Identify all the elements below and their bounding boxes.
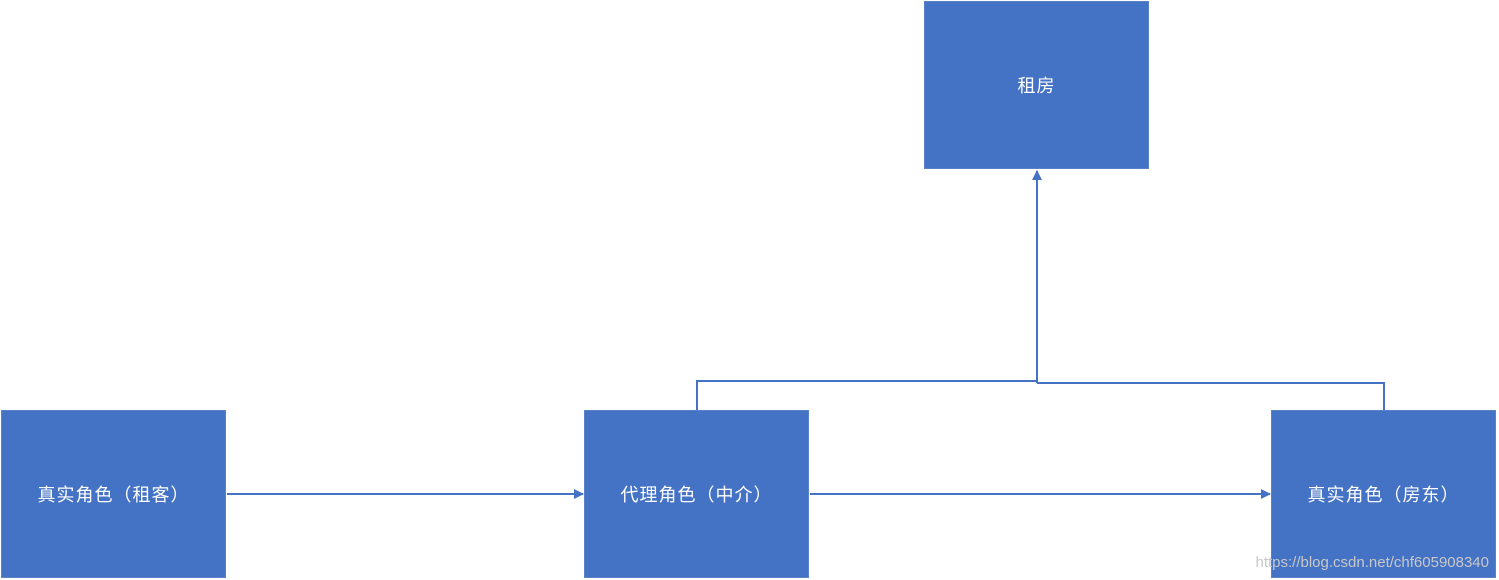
connector-landlord-to-junction [1037,382,1385,410]
node-tenant-label: 真实角色（租客） [37,485,190,506]
node-landlord: 真实角色（房东） [1271,410,1496,578]
node-rent-label: 租房 [1017,76,1056,97]
node-agent: 代理角色（中介） [584,410,809,578]
node-tenant: 真实角色（租客） [1,410,226,578]
node-landlord-label: 真实角色（房东） [1307,485,1460,506]
watermark: https://blog.csdn.net/chf605908340 [1255,554,1489,571]
connector-agent-to-junction [696,380,1037,410]
node-agent-label: 代理角色（中介） [620,485,773,506]
node-rent: 租房 [924,1,1149,169]
